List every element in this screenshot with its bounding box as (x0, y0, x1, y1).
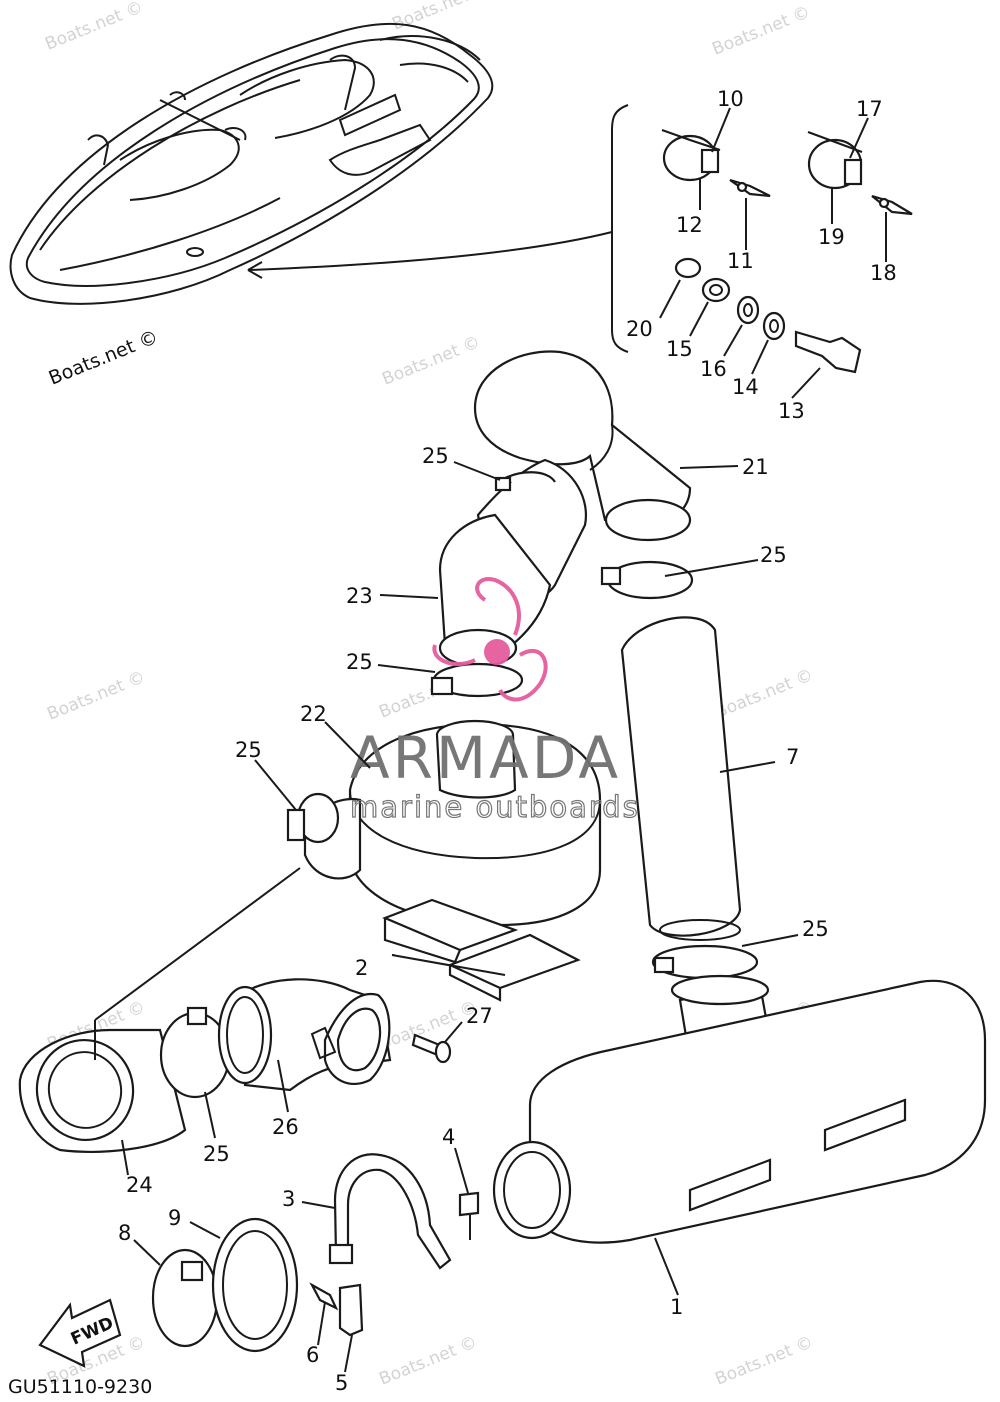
callout-11: 11 (727, 249, 754, 273)
watermark: Boats.net © (44, 667, 148, 724)
callout-15: 15 (666, 337, 693, 361)
watermark: Boats.net © (376, 1332, 480, 1389)
callout-5: 5 (335, 1371, 348, 1395)
callout-13: 13 (778, 399, 805, 423)
watercraft-illustration (9, 22, 613, 305)
callout-25: 25 (802, 917, 829, 941)
clamp-and-ring (151, 1217, 299, 1353)
callout-8: 8 (118, 1221, 131, 1245)
logo-brand: ARMADA (350, 724, 621, 792)
water-lock-22 (286, 719, 602, 927)
callout-25: 25 (422, 444, 449, 468)
hose-21-opening (604, 498, 692, 542)
callout-25: 25 (760, 543, 787, 567)
callout-1: 1 (670, 1295, 683, 1319)
detail-bracket (611, 104, 629, 353)
pads-2 (382, 898, 581, 1002)
upper-hoses (430, 350, 694, 698)
callout-4: 4 (442, 1125, 455, 1149)
callout-23: 23 (346, 584, 373, 608)
small-clamp-20 (674, 257, 702, 279)
nut-15 (701, 277, 731, 303)
callout-7: 7 (786, 745, 799, 769)
muffler-1 (492, 974, 987, 1244)
callout-12: 12 (676, 213, 703, 237)
screw-6 (309, 1282, 339, 1311)
callout-19: 19 (818, 225, 845, 249)
washer-16 (736, 295, 760, 325)
callout-21: 21 (742, 455, 769, 479)
callout-10: 10 (717, 87, 744, 111)
diagram-code: GU51110-9230 (8, 1376, 152, 1398)
callout-numbers: 10 12 11 17 19 18 20 15 16 14 13 21 25 2… (118, 87, 897, 1395)
bracket-5 (338, 1283, 364, 1337)
pin-11 (729, 178, 771, 198)
callout-20: 20 (626, 317, 653, 341)
exhaust-pipe-7 (620, 616, 759, 980)
ring-9 (211, 1217, 299, 1353)
watermark: Boats.net © (389, 0, 493, 35)
callout-2: 2 (355, 956, 368, 980)
watermark: Boats.net © (42, 0, 146, 55)
callout-9: 9 (168, 1206, 181, 1230)
callout-22: 22 (300, 702, 327, 726)
callout-26: 26 (272, 1115, 299, 1139)
callout-25: 25 (235, 738, 262, 762)
callout-27: 27 (466, 1004, 493, 1028)
callout-16: 16 (700, 357, 727, 381)
callout-24: 24 (126, 1173, 153, 1197)
callout-14: 14 (732, 375, 759, 399)
strap-and-fasteners (309, 1153, 480, 1337)
watermark: Boats.net © (709, 2, 813, 59)
detail-parts (661, 129, 913, 374)
washer-14 (762, 311, 786, 341)
lower-left-pipes (18, 867, 452, 1153)
callout-18: 18 (870, 261, 897, 285)
watermark: Boats.net © (379, 332, 483, 389)
callout-25: 25 (203, 1142, 230, 1166)
logo-tagline: marine outboards (350, 790, 640, 824)
copyright-label: Boats.net © (46, 326, 162, 390)
watermark: Boats.net © (712, 665, 816, 722)
leader-lines (121, 107, 887, 1373)
watermark: Boats.net © (712, 1332, 816, 1389)
clamp-buckle-10 (700, 148, 720, 174)
pin-18 (871, 194, 913, 216)
callout-6: 6 (306, 1343, 319, 1367)
nozzle-13 (794, 330, 862, 374)
strap-3 (333, 1153, 452, 1270)
clamp-buckle-17 (843, 158, 863, 186)
bolt-4 (458, 1191, 480, 1217)
callout-25: 25 (346, 650, 373, 674)
callout-17: 17 (856, 97, 883, 121)
callout-3: 3 (282, 1187, 295, 1211)
armada-logo: ARMADA marine outboards (349, 577, 640, 825)
